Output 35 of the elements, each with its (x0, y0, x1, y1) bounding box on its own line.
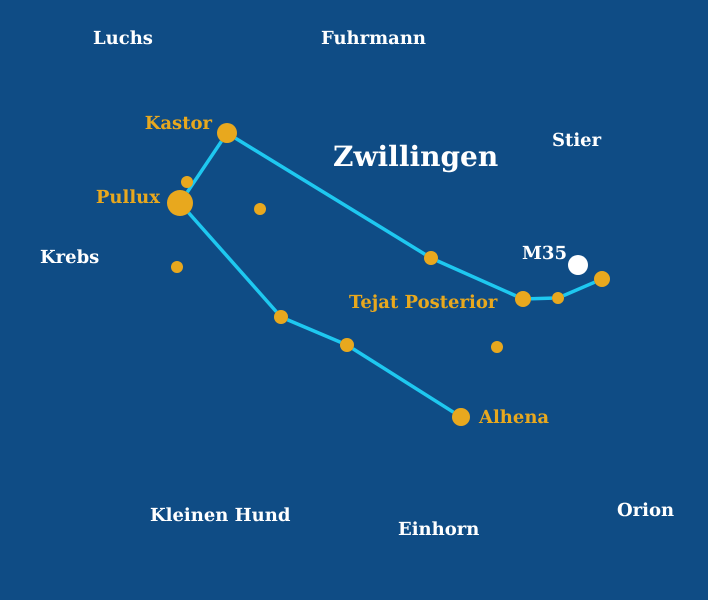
star-dot (594, 271, 610, 287)
neighbour-constellation-name: Fuhrmann (321, 28, 426, 50)
star-dot (552, 292, 564, 304)
constellation-title: Zwillingen (333, 140, 498, 174)
star-name: Pullux (96, 187, 160, 209)
star-dot (167, 190, 193, 216)
constellation-line (234, 136, 426, 256)
star-dot (515, 291, 531, 307)
constellation-line (436, 259, 516, 298)
neighbour-constellation-name: Kleinen Hund (150, 505, 290, 527)
star-name: Tejat Posterior (349, 292, 498, 314)
star-dot (217, 123, 237, 143)
neighbour-constellation-name: Krebs (40, 247, 100, 269)
star-name: Kastor (144, 113, 212, 135)
constellation-line (186, 140, 223, 194)
neighbour-constellation-name: Stier (552, 130, 602, 152)
constellation-line (562, 280, 596, 298)
star-dot (424, 251, 438, 265)
star-cluster-dot (568, 255, 588, 275)
star-dot (181, 176, 193, 188)
star-dot (340, 338, 354, 352)
star-name: Alhena (479, 407, 550, 429)
star-dot (452, 408, 470, 426)
star-dot (491, 341, 503, 353)
constellation-line (187, 212, 278, 313)
neighbour-constellation-name: Luchs (93, 28, 153, 50)
constellation-line (286, 318, 342, 344)
neighbour-constellation-name: Orion (617, 500, 674, 522)
neighbour-constellation-name: Einhorn (398, 519, 480, 541)
star-dot (254, 203, 266, 215)
star-dot (274, 310, 288, 324)
star-dot (171, 261, 183, 273)
constellation-line (530, 296, 552, 301)
constellation-line (352, 347, 454, 414)
star-name: M35 (522, 243, 567, 265)
